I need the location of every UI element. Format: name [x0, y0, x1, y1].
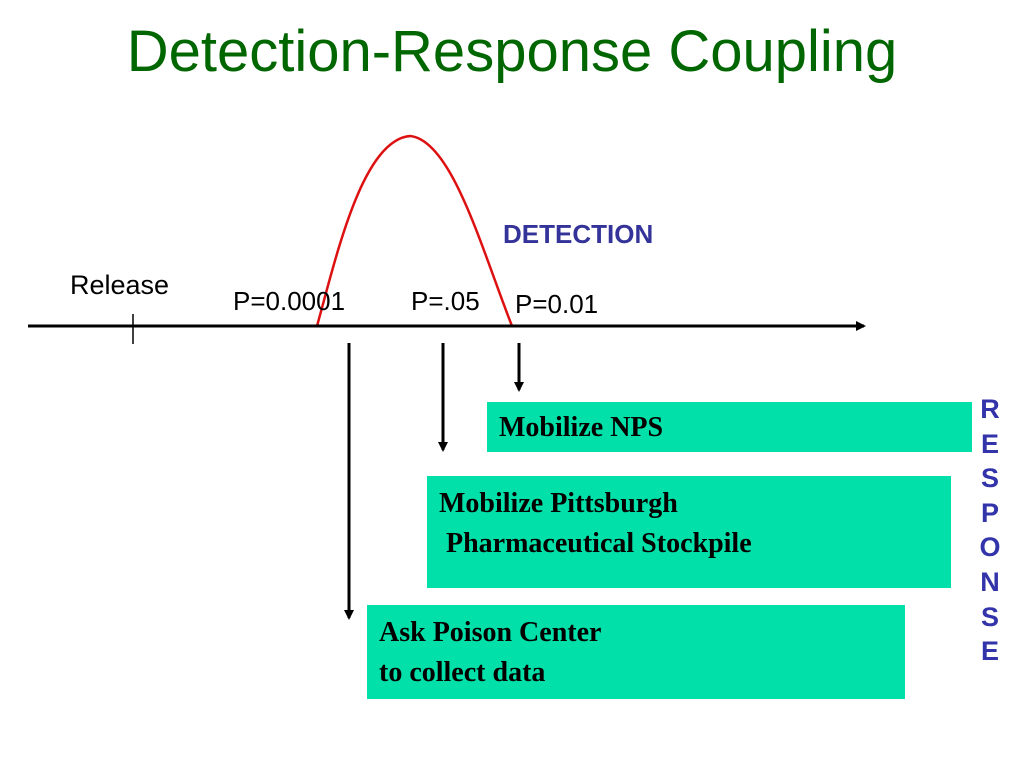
response-letter: N [980, 566, 1000, 597]
threshold-label-p05: P=.05 [411, 286, 480, 316]
mobilize-nps-box: Mobilize NPS [487, 402, 972, 452]
response-letter: O [979, 532, 1001, 563]
poison-center-box: Ask Poison Center to collect data [367, 605, 905, 699]
response-letter: R [980, 394, 1000, 424]
mobilize-stockpile-box: Mobilize Pittsburgh Pharmaceutical Stock… [427, 476, 951, 588]
release-label: Release [70, 270, 169, 300]
response-letter: E [980, 428, 999, 459]
mobilize-nps-text: Mobilize NPS [499, 412, 664, 443]
response-vertical-label: R E S P O N S E [972, 392, 1008, 669]
response-letter: S [980, 601, 999, 632]
detection-label: DETECTION [503, 219, 653, 249]
stockpile-text-line-1: Mobilize Pittsburgh [439, 488, 678, 519]
detection-curve [315, 134, 514, 327]
response-letter: S [980, 463, 999, 494]
poison-center-text-line-1: Ask Poison Center [379, 617, 602, 648]
response-letter: P [980, 497, 999, 528]
slide-title: Detection-Response Coupling [126, 19, 898, 84]
response-letter: E [980, 636, 999, 667]
stockpile-text-line-2: Pharmaceutical Stockpile [439, 528, 752, 559]
poison-center-text-line-2: to collect data [379, 657, 546, 688]
threshold-label-p0001: P=0.0001 [233, 286, 345, 316]
threshold-label-p01: P=0.01 [515, 289, 598, 319]
